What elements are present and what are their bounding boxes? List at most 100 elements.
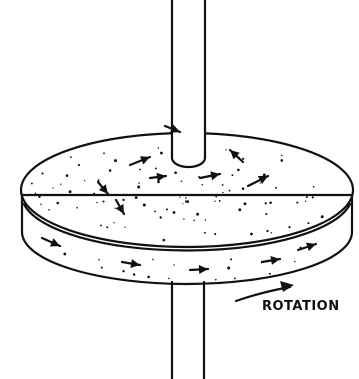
speckle xyxy=(114,207,116,209)
speckle xyxy=(159,216,162,219)
speckle xyxy=(228,189,231,192)
flow-arrow-head xyxy=(198,265,208,274)
speckle xyxy=(180,180,183,183)
speckle xyxy=(96,201,98,204)
speckle xyxy=(138,182,140,184)
speckle xyxy=(214,200,216,202)
speckle xyxy=(155,167,157,170)
speckle xyxy=(60,183,62,185)
speckle xyxy=(241,187,245,190)
speckle xyxy=(41,172,44,175)
speckle xyxy=(102,200,105,203)
speckle xyxy=(182,203,184,205)
speckle xyxy=(52,187,54,189)
speckle xyxy=(280,159,284,162)
speckle xyxy=(184,200,188,203)
speckle xyxy=(288,226,291,229)
speckle xyxy=(304,200,307,202)
speckle xyxy=(63,252,67,256)
speckle xyxy=(294,260,296,263)
speckle xyxy=(243,202,247,206)
flow-arrow-head xyxy=(49,238,60,247)
speckle xyxy=(274,186,277,189)
speckle xyxy=(225,149,227,151)
speckle xyxy=(38,195,41,199)
speckle xyxy=(227,266,231,270)
speckle xyxy=(122,198,125,202)
flow-arrow-head xyxy=(230,150,240,160)
speckle xyxy=(132,273,136,276)
speckle xyxy=(307,222,310,225)
lower-shaft xyxy=(170,280,206,379)
speckle xyxy=(214,233,217,236)
speckle xyxy=(106,226,109,229)
speckle xyxy=(264,202,267,205)
flow-arrow-head xyxy=(210,171,220,181)
speckle xyxy=(76,206,79,209)
speckle xyxy=(222,191,224,194)
speckle xyxy=(98,258,100,261)
flow-arrows-side xyxy=(40,236,318,274)
flow-arrow-head xyxy=(140,156,150,165)
speckle xyxy=(269,201,272,204)
speckle xyxy=(48,208,50,211)
flow-arrow-head xyxy=(130,259,140,268)
speckle xyxy=(242,157,245,160)
flow-arrow-head xyxy=(170,124,180,133)
speckle xyxy=(56,201,59,205)
speckle xyxy=(134,196,138,200)
flow-arrow-head xyxy=(270,256,280,265)
speckle xyxy=(168,277,170,280)
speckle xyxy=(122,270,125,273)
speckle xyxy=(221,184,224,186)
speckle xyxy=(218,199,221,202)
speckle xyxy=(305,196,308,199)
disk-side-band xyxy=(20,193,354,286)
speckle xyxy=(234,277,236,280)
speckle xyxy=(154,210,157,213)
speckle xyxy=(215,195,218,198)
speckle xyxy=(312,185,315,188)
speckle xyxy=(320,215,324,219)
speckle xyxy=(100,266,103,269)
speckle xyxy=(137,185,141,189)
speckle xyxy=(157,147,160,149)
speckle xyxy=(34,192,37,195)
speckle xyxy=(262,173,266,177)
speckle xyxy=(201,183,204,186)
speckle xyxy=(311,196,314,199)
speckle xyxy=(108,169,112,172)
speckle xyxy=(162,238,166,242)
speckle xyxy=(266,229,269,233)
speckle xyxy=(185,197,187,199)
flow-arrows-top xyxy=(96,124,270,216)
speckle xyxy=(259,182,261,184)
speckle xyxy=(204,219,207,221)
speckle xyxy=(77,163,81,167)
speckle xyxy=(147,275,150,279)
speckle xyxy=(84,179,86,182)
speckle xyxy=(296,201,299,204)
speckle xyxy=(51,194,53,197)
flow-arrow-head xyxy=(156,172,166,182)
speckle xyxy=(114,159,117,163)
speckle xyxy=(172,211,176,214)
speckle xyxy=(68,190,72,194)
speckle xyxy=(97,179,100,182)
speckle xyxy=(214,278,217,281)
speckle xyxy=(237,168,240,172)
upper-shaft xyxy=(170,0,207,169)
speckle xyxy=(99,224,102,227)
speckle xyxy=(203,231,206,234)
speckle xyxy=(103,152,105,155)
speckle xyxy=(270,232,273,234)
speckle xyxy=(186,200,190,203)
speckle xyxy=(230,258,233,261)
speckle xyxy=(173,264,175,266)
flow-arrow-head xyxy=(257,176,268,184)
speckle xyxy=(193,219,195,222)
speckle xyxy=(174,171,177,174)
speckle xyxy=(65,174,69,177)
speckle xyxy=(44,193,47,196)
